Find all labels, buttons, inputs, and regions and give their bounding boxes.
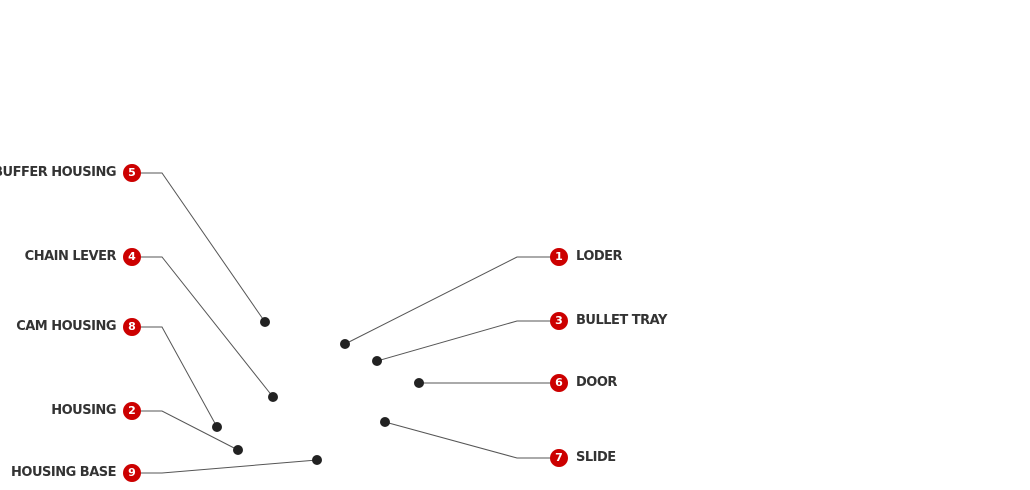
callout-label: CHAIN LEVER [24, 249, 117, 264]
callout-label: CAM HOUSING [16, 319, 116, 334]
callout-label: SLIDE [576, 450, 616, 465]
anchor-dot [268, 392, 278, 402]
anchor-dot [414, 378, 424, 388]
callout-number-badge: 2 [123, 402, 141, 420]
leader-line [344, 256, 559, 345]
callout-label: HOUSING BASE [11, 465, 116, 480]
leader-line [132, 410, 239, 451]
callout-number-badge: 9 [123, 464, 141, 482]
leader-line [132, 256, 274, 398]
callout-number-badge: 4 [123, 248, 141, 266]
callout-number-badge: 8 [123, 318, 141, 336]
anchor-dot [212, 422, 222, 432]
anchor-dot [312, 455, 322, 465]
leader-line [376, 320, 559, 362]
anchor-dot [260, 317, 270, 327]
callout-label: BUFFER HOUSING [0, 165, 117, 180]
leader-line [384, 421, 559, 459]
callout-number-badge: 7 [550, 449, 568, 467]
callout-number-badge: 3 [550, 312, 568, 330]
callout-label: HOUSING [51, 403, 116, 418]
callout-label: DOOR [576, 375, 617, 390]
callout-label: BULLET TRAY [576, 313, 667, 328]
callout-number-badge: 5 [123, 164, 141, 182]
anchor-dot [233, 445, 243, 455]
leader-line [132, 172, 266, 323]
callout-number-badge: 1 [550, 248, 568, 266]
callout-label: LODER [576, 249, 623, 264]
leader-line [132, 459, 318, 474]
callout-number-badge: 6 [550, 374, 568, 392]
anchor-dot [380, 417, 390, 427]
leader-line [132, 326, 218, 428]
anchor-dot [372, 356, 382, 366]
anchor-dot [340, 339, 350, 349]
